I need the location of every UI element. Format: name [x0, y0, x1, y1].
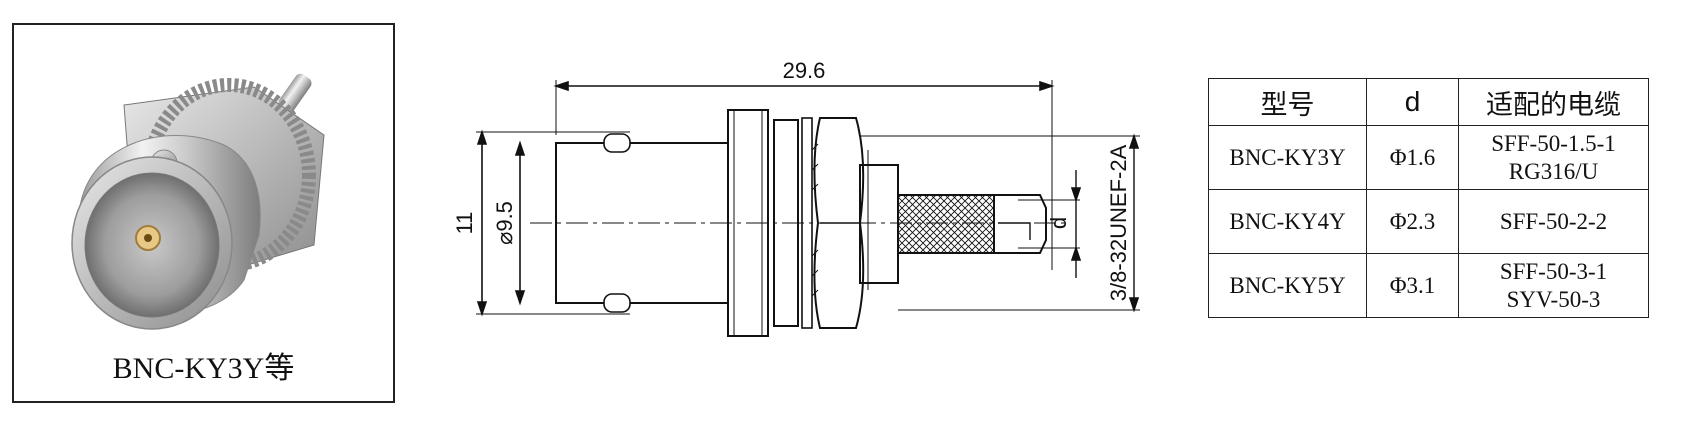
- cell-cable: SFF-50-1.5-1 RG316/U: [1458, 125, 1649, 190]
- cell-d: Φ3.1: [1366, 253, 1459, 318]
- header-d: d: [1366, 78, 1459, 126]
- spec-table: 型号 d 适配的电缆 BNC-KY3Y Φ1.6 SFF-50-1.5-1 RG…: [1208, 78, 1649, 318]
- outer-diameter-label: 11: [452, 212, 477, 235]
- photo-caption: BNC-KY3Y等: [112, 352, 295, 385]
- header-model: 型号: [1208, 78, 1367, 126]
- header-cable: 适配的电缆: [1458, 78, 1649, 126]
- table-row: BNC-KY5Y Φ3.1 SFF-50-3-1 SYV-50-3: [1208, 253, 1649, 318]
- crimp-sleeve-outline: [897, 194, 995, 254]
- length-dimension-label: 29.6: [783, 58, 826, 83]
- cell-cable: SFF-50-3-1 SYV-50-3: [1458, 253, 1649, 318]
- cable-entry: RG316/U: [1508, 158, 1599, 184]
- technical-drawing: 29.6 11 ⌀9.5 d 3/8-32UNEF-2A: [452, 58, 1140, 337]
- table-row: BNC-KY4Y Φ2.3 SFF-50-2-2: [1208, 189, 1649, 254]
- cell-cable: SFF-50-2-2: [1458, 189, 1649, 254]
- cell-model: BNC-KY4Y: [1208, 189, 1367, 254]
- cell-model: BNC-KY3Y: [1208, 125, 1367, 190]
- thread-spec-label: 3/8-32UNEF-2A: [1106, 144, 1131, 301]
- cell-d: Φ1.6: [1366, 125, 1459, 190]
- cable-entry: SYV-50-3: [1506, 286, 1601, 312]
- cable-entry: SFF-50-1.5-1: [1491, 130, 1616, 156]
- product-photo-frame: BNC-KY3Y等: [12, 23, 395, 403]
- cell-model: BNC-KY5Y: [1208, 253, 1367, 318]
- cable-entry: SFF-50-3-1: [1499, 258, 1608, 284]
- hex-nut-outline: [813, 117, 865, 329]
- body-diameter-label: ⌀9.5: [492, 201, 517, 245]
- connector-photo: [71, 73, 325, 330]
- crimp-sleeve-hatch: [899, 196, 993, 252]
- cable-entry: SFF-50-2-2: [1499, 208, 1608, 234]
- table-header-row: 型号 d 适配的电缆: [1208, 78, 1649, 126]
- d-dimension-label: d: [1046, 217, 1071, 229]
- table-row: BNC-KY3Y Φ1.6 SFF-50-1.5-1 RG316/U: [1208, 125, 1649, 190]
- cell-d: Φ2.3: [1366, 189, 1459, 254]
